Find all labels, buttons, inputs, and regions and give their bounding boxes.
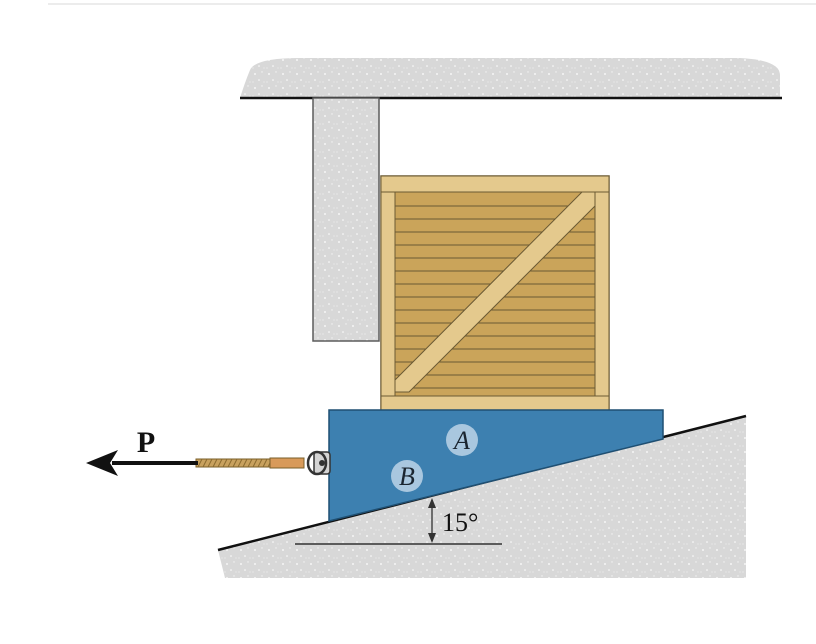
- angle-arc-marker: [428, 498, 436, 543]
- crate: [380, 175, 610, 413]
- crate-slats: [395, 205, 595, 389]
- label-A-marker: A: [446, 424, 478, 456]
- rope-twist-line: [237, 458, 243, 468]
- rope-twist-line: [232, 458, 238, 468]
- wedge: [328, 409, 664, 522]
- rope-twist-line: [217, 458, 223, 468]
- rope-twist-line: [252, 458, 258, 468]
- eyelet-hook-icon: [306, 450, 331, 476]
- rope-twist-line: [212, 458, 218, 468]
- label-B: B: [399, 462, 415, 491]
- rope-twist-line: [242, 458, 248, 468]
- rope-twist-line: [202, 458, 208, 468]
- ground-incline: [218, 416, 746, 578]
- rope-twist-line: [257, 458, 263, 468]
- ceiling: [240, 58, 780, 98]
- arrow-left-icon: [86, 450, 198, 476]
- label-A: A: [452, 426, 470, 455]
- rope-twist-line: [227, 458, 233, 468]
- wall-block: [312, 97, 380, 342]
- angle-label: 15°: [442, 508, 478, 537]
- force-label-P: P: [137, 426, 155, 459]
- rope: [195, 457, 305, 469]
- rope-twist-line: [207, 458, 213, 468]
- rope-twist-line: [247, 458, 253, 468]
- rope-twist-line: [197, 458, 203, 468]
- rope-twist-line: [262, 458, 268, 468]
- rope-twist-line: [222, 458, 228, 468]
- label-B-marker: B: [391, 460, 423, 492]
